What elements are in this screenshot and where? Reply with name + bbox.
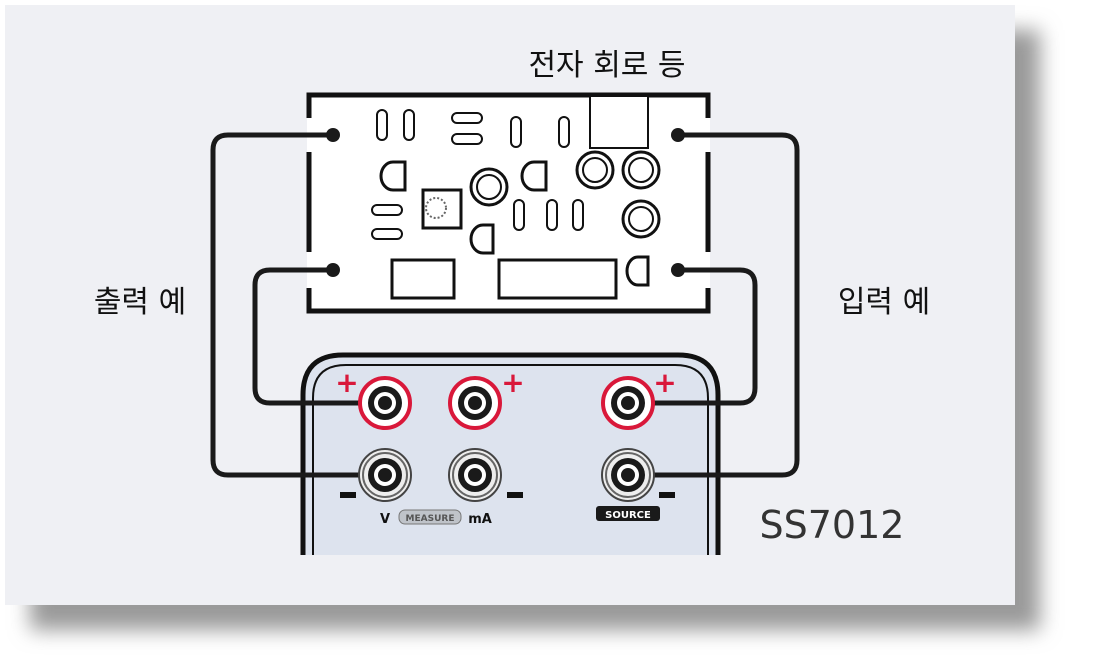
plus-sign: + bbox=[501, 366, 524, 399]
wire-input-minus bbox=[628, 132, 800, 478]
board-terminals bbox=[326, 128, 685, 277]
measure-badge bbox=[398, 509, 462, 525]
black-minus-jack[interactable] bbox=[358, 448, 412, 502]
resistors bbox=[371, 109, 584, 240]
source-label: SOURCE bbox=[605, 510, 651, 521]
minus-signs bbox=[340, 492, 675, 498]
wire-output-minus bbox=[210, 132, 385, 478]
output-example-label: 출력 예 bbox=[94, 285, 186, 320]
model-label: SS7012 bbox=[760, 503, 905, 547]
red-plus-jack[interactable] bbox=[448, 376, 502, 430]
wire-input-plus bbox=[628, 267, 758, 406]
ma-terminal-label: mA bbox=[468, 512, 492, 527]
measure-label: MEASURE bbox=[406, 514, 455, 524]
connector-component bbox=[589, 95, 649, 149]
red-plus-jack[interactable] bbox=[358, 376, 412, 430]
circuit-label: 전자 회로 등 bbox=[528, 48, 685, 83]
black-minus-jack[interactable] bbox=[448, 448, 502, 502]
circuit-board bbox=[306, 92, 711, 314]
source-badge bbox=[596, 506, 660, 521]
input-example-label: 입력 예 bbox=[838, 285, 930, 320]
v-terminal-label: V bbox=[380, 512, 390, 527]
capacitors bbox=[469, 150, 661, 239]
wires bbox=[210, 132, 800, 478]
plus-sign: + bbox=[335, 366, 358, 399]
red-plus-jack[interactable] bbox=[601, 376, 655, 430]
ic-chips bbox=[390, 258, 618, 300]
transistors bbox=[379, 160, 650, 287]
black-minus-jack[interactable] bbox=[601, 448, 655, 502]
jacks bbox=[358, 376, 655, 502]
wire-output-plus bbox=[252, 267, 385, 406]
trimmer-potentiometer bbox=[421, 188, 463, 230]
plus-sign: + bbox=[653, 366, 676, 399]
